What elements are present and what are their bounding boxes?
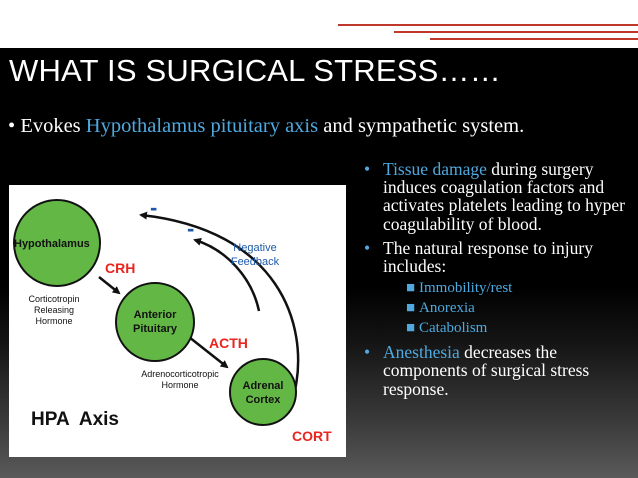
minus-sign: - (187, 216, 194, 241)
anterior-pituitary-label: Anterior (134, 309, 178, 321)
crh-label: CRH (105, 260, 135, 276)
hpa-axis-diagram: - - Hypothalamus Anterior Pituitary Adre… (9, 185, 346, 457)
sub-bullet-symbol: ■ (406, 320, 416, 337)
cort-label: CORT (292, 428, 332, 444)
arrow-hypothalamus-to-pituitary (98, 276, 121, 295)
sub-point-text: Catabolism (419, 320, 488, 337)
hpa-axis-label: HPA Axis (31, 409, 119, 430)
acth-label: ACTH (209, 335, 248, 351)
intro-bullet: • Evokes Hypothalamus pituitary axis and… (8, 113, 628, 139)
adrenal-cortex-label: Cortex (246, 394, 282, 406)
sub-list-item: ■Anorexia (364, 299, 632, 317)
crh-caption: Hormone (35, 316, 72, 326)
arrow-pituitary-to-adrenal (188, 336, 229, 369)
slide-title: WHAT IS SURGICAL STRESS…… (9, 53, 501, 88)
sub-bullet-symbol: ■ (406, 280, 416, 297)
bullet-symbol: • (364, 159, 371, 179)
sub-point-text: Immobility/rest (419, 280, 513, 297)
sub-bullet-symbol: ■ (406, 300, 416, 317)
point-text: The natural response to injury includes: (383, 237, 593, 277)
right-text-column: • Tissue damage during surgery induces c… (364, 160, 632, 404)
point-highlight: Anesthesia (383, 342, 460, 363)
bullet-symbol: • (8, 115, 16, 137)
feedback-arrow-inner (193, 237, 261, 312)
hypothalamus-node (13, 199, 101, 287)
adrenal-cortex-node (229, 358, 297, 426)
intro-text-pre: Evokes (20, 115, 86, 137)
negative-feedback-label: Negative (233, 242, 276, 254)
point-text: decreases the components of surgical str… (383, 342, 590, 399)
decorative-line (394, 31, 638, 33)
point-text: during surgery induces coagulation facto… (383, 159, 625, 234)
sub-list-item: ■Immobility/rest (364, 279, 632, 297)
adrenal-cortex-label: Adrenal (243, 380, 284, 392)
negative-feedback-label: Feedback (231, 256, 280, 268)
acth-caption: Hormone (161, 380, 198, 390)
crh-caption: Corticotropin (28, 294, 79, 304)
decorative-line (338, 24, 638, 26)
point-highlight: Tissue damage (383, 159, 487, 179)
intro-text-post: and sympathetic system. (318, 115, 525, 137)
bullet-symbol: • (364, 237, 371, 258)
hypothalamus-label: Hypothalamus (14, 238, 90, 250)
list-item: • The natural response to injury include… (364, 237, 632, 277)
sub-point-text: Anorexia (419, 300, 475, 317)
anterior-pituitary-label: Pituitary (133, 323, 178, 335)
intro-highlight: Hypothalamus pituitary axis (85, 115, 319, 137)
anterior-pituitary-node (115, 282, 195, 362)
bullet-symbol: • (364, 342, 371, 363)
crh-caption: Releasing (34, 305, 74, 315)
acth-caption: Adrenocorticotropic (141, 369, 219, 379)
list-item: • Tissue damage during surgery induces c… (364, 160, 632, 233)
minus-sign: - (150, 195, 157, 220)
list-item: • Anesthesia decreases the components of… (364, 343, 632, 398)
sub-list: ■Immobility/rest ■Anorexia ■Catabolism (364, 279, 632, 337)
hpa-diagram-svg: - - Hypothalamus Anterior Pituitary Adre… (13, 195, 332, 444)
feedback-arrow-outer (139, 211, 300, 391)
decorative-line (430, 38, 638, 40)
sub-list-item: ■Catabolism (364, 319, 632, 337)
